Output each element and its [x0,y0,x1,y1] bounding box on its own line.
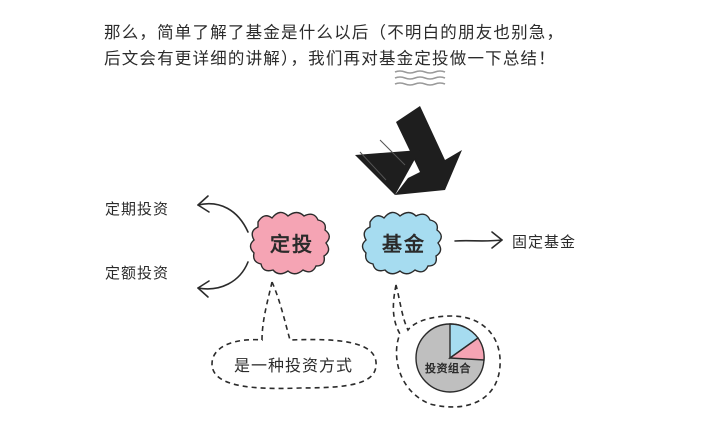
label-fixed-fund: 固定基金 [512,233,577,251]
portfolio-bubble [392,284,501,408]
portfolio-pie-icon [415,323,485,393]
heading-underline [394,70,446,86]
label-fixed-period: 定期投资 [105,200,170,218]
arrow-to-fixed-amount [197,261,249,298]
label-fixed-amount: 定额投资 [105,264,170,282]
down-arrow-icon [355,106,462,195]
dingtou-blob [249,211,330,275]
dingtou-label: 定投 [270,232,314,256]
definition-text: 是一种投资方式 [234,356,354,375]
portfolio-label: 投资组合 [425,362,471,375]
definition-bubble [211,279,377,390]
intro-line-1: 那么，简单了解了基金是什么以后（不明白的朋友也别急， [104,23,565,42]
jijin-label: 基金 [382,232,426,256]
jijin-blob [361,211,442,275]
arrow-to-fixed-period [197,195,249,233]
arrow-to-fixed-fund [454,231,503,249]
intro-line-2: 后文会有更详细的讲解），我们再对基金定投做一下总结！ [104,49,556,68]
